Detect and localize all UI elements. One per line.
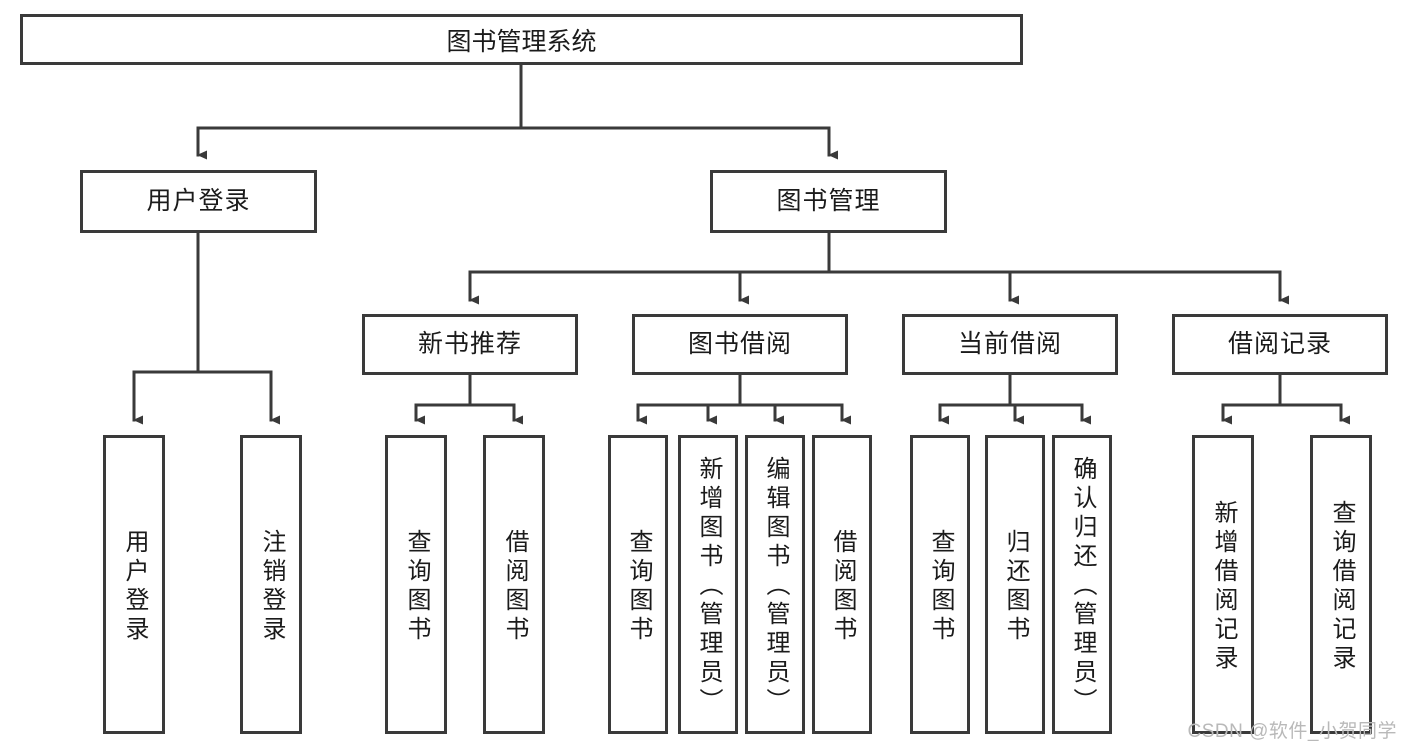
node-root[interactable]: 图书管理系统	[20, 14, 1023, 65]
node-leaf-query-book-bb-label: 查询图书	[625, 528, 652, 645]
node-leaf-borrow-book-bb[interactable]: 借阅图书	[812, 435, 872, 734]
node-book-borrow-label: 图书借阅	[687, 329, 792, 358]
watermark: CSDN @软件_小贺同学	[1187, 721, 1397, 742]
node-leaf-confirm-return-admin-label: 确认归还（管理员）	[1069, 456, 1096, 717]
node-leaf-query-book-cb-label: 查询图书	[927, 528, 954, 645]
node-leaf-query-borrow-record[interactable]: 查询借阅记录	[1310, 435, 1372, 734]
node-leaf-add-borrow-record-label: 新增借阅记录	[1210, 499, 1237, 674]
node-book-management-label: 图书管理	[776, 186, 881, 215]
node-leaf-borrow-book-nbr[interactable]: 借阅图书	[483, 435, 545, 734]
node-leaf-logout-login[interactable]: 注销登录	[240, 435, 302, 734]
node-leaf-user-login-label: 用户登录	[121, 528, 148, 645]
node-leaf-query-book-nbr-label: 查询图书	[403, 528, 430, 645]
node-current-borrow[interactable]: 当前借阅	[902, 314, 1118, 375]
node-book-borrow[interactable]: 图书借阅	[632, 314, 848, 375]
node-leaf-add-book-admin[interactable]: 新增图书（管理员）	[678, 435, 738, 734]
node-borrow-record[interactable]: 借阅记录	[1172, 314, 1388, 375]
node-leaf-query-book-nbr[interactable]: 查询图书	[385, 435, 447, 734]
node-book-management[interactable]: 图书管理	[710, 170, 947, 233]
node-leaf-query-book-cb[interactable]: 查询图书	[910, 435, 970, 734]
node-current-borrow-label: 当前借阅	[957, 329, 1062, 358]
node-leaf-user-login[interactable]: 用户登录	[103, 435, 165, 734]
node-leaf-query-borrow-record-label: 查询借阅记录	[1328, 499, 1355, 674]
node-leaf-edit-book-admin-label: 编辑图书（管理员）	[762, 456, 789, 717]
node-user-login[interactable]: 用户登录	[80, 170, 317, 233]
node-leaf-query-book-bb[interactable]: 查询图书	[608, 435, 668, 734]
node-root-label: 图书管理系统	[446, 27, 597, 56]
node-leaf-borrow-book-bb-label: 借阅图书	[829, 528, 856, 645]
node-new-book-recommend[interactable]: 新书推荐	[362, 314, 578, 375]
node-user-login-label: 用户登录	[146, 186, 251, 215]
node-leaf-return-book-label: 归还图书	[1002, 528, 1029, 645]
node-leaf-logout-login-label: 注销登录	[258, 528, 285, 645]
node-leaf-confirm-return-admin[interactable]: 确认归还（管理员）	[1052, 435, 1112, 734]
node-leaf-return-book[interactable]: 归还图书	[985, 435, 1045, 734]
node-leaf-borrow-book-nbr-label: 借阅图书	[501, 528, 528, 645]
node-leaf-edit-book-admin[interactable]: 编辑图书（管理员）	[745, 435, 805, 734]
node-new-book-recommend-label: 新书推荐	[417, 329, 522, 358]
node-leaf-add-borrow-record[interactable]: 新增借阅记录	[1192, 435, 1254, 734]
node-leaf-add-book-admin-label: 新增图书（管理员）	[695, 456, 722, 717]
node-borrow-record-label: 借阅记录	[1227, 329, 1332, 358]
